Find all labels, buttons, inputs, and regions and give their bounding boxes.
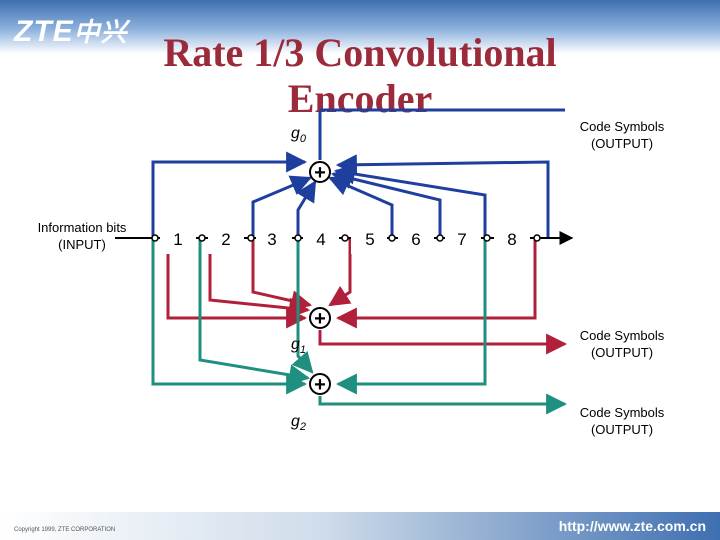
- g0-label-base: g: [291, 125, 300, 142]
- adder-g1-symbol: +: [314, 308, 326, 330]
- register-cell: 7: [445, 222, 481, 254]
- register-cell: 8: [494, 222, 530, 254]
- output-g2-line-2: (OUTPUT): [591, 422, 653, 437]
- copyright-text: Copyright 1999, ZTE CORPORATION: [14, 527, 116, 533]
- output-g2-line-1: Code Symbols: [580, 405, 665, 420]
- register-cell: 5: [351, 222, 387, 254]
- header-bar: ZTE中兴: [0, 0, 720, 54]
- register-cell-4-label: 4: [316, 230, 325, 249]
- output-g0-line-1: Code Symbols: [580, 119, 665, 134]
- adder-g0: +: [309, 161, 331, 184]
- logo-chinese: 中兴: [73, 17, 128, 47]
- page-title: Rate 1/3 Convolutional Encoder: [120, 30, 600, 122]
- g2-connections: [151, 238, 568, 415]
- input-label-line-1: Information bits: [38, 220, 127, 235]
- website-url: http://www.zte.com.cn: [558, 518, 706, 534]
- register-cell: 3: [256, 222, 292, 254]
- g1-label-base: g: [291, 336, 300, 353]
- input-label-line-2: (INPUT): [58, 237, 106, 252]
- g0-label: g0: [291, 125, 307, 145]
- g1-label: g1: [291, 336, 306, 356]
- title-line-2: Encoder: [287, 76, 433, 121]
- g2-label: g2: [291, 413, 306, 433]
- register-cell: 4: [303, 222, 339, 254]
- register-cell: 1: [160, 222, 196, 254]
- g0-label-sub: 0: [300, 133, 307, 145]
- title-line-1: Rate 1/3 Convolutional: [163, 30, 557, 75]
- adder-g2: +: [309, 373, 331, 396]
- register-cell-7-label: 7: [457, 230, 466, 249]
- shift-register: 1 2 3 4 5 6 7 8: [115, 222, 574, 254]
- register-cell-3-label: 3: [267, 230, 276, 249]
- footer-bar: Copyright 1999, ZTE CORPORATION http://w…: [0, 512, 720, 540]
- adder-g2-symbol: +: [314, 374, 326, 396]
- logo-latin: ZTE: [14, 15, 74, 48]
- adder-g1: +: [309, 307, 331, 330]
- register-cell: 2: [208, 222, 244, 254]
- register-cell-6-label: 6: [411, 230, 420, 249]
- g0-connections: [151, 108, 565, 238]
- register-cell-1-label: 1: [173, 230, 182, 249]
- zte-logo: ZTE中兴: [14, 12, 128, 49]
- output-g0-line-2: (OUTPUT): [591, 136, 653, 151]
- register-cell-2-label: 2: [221, 230, 230, 249]
- register-cell-5-label: 5: [365, 230, 374, 249]
- g1-label-sub: 1: [300, 344, 306, 356]
- g2-label-base: g: [291, 413, 300, 430]
- adder-g0-symbol: +: [314, 162, 326, 184]
- g1-connections: [166, 238, 568, 355]
- g2-label-sub: 2: [299, 421, 306, 433]
- register-cell: 6: [398, 222, 434, 254]
- register-cell-8-label: 8: [507, 230, 516, 249]
- output-g1-line-1: Code Symbols: [580, 328, 665, 343]
- output-g1-line-2: (OUTPUT): [591, 345, 653, 360]
